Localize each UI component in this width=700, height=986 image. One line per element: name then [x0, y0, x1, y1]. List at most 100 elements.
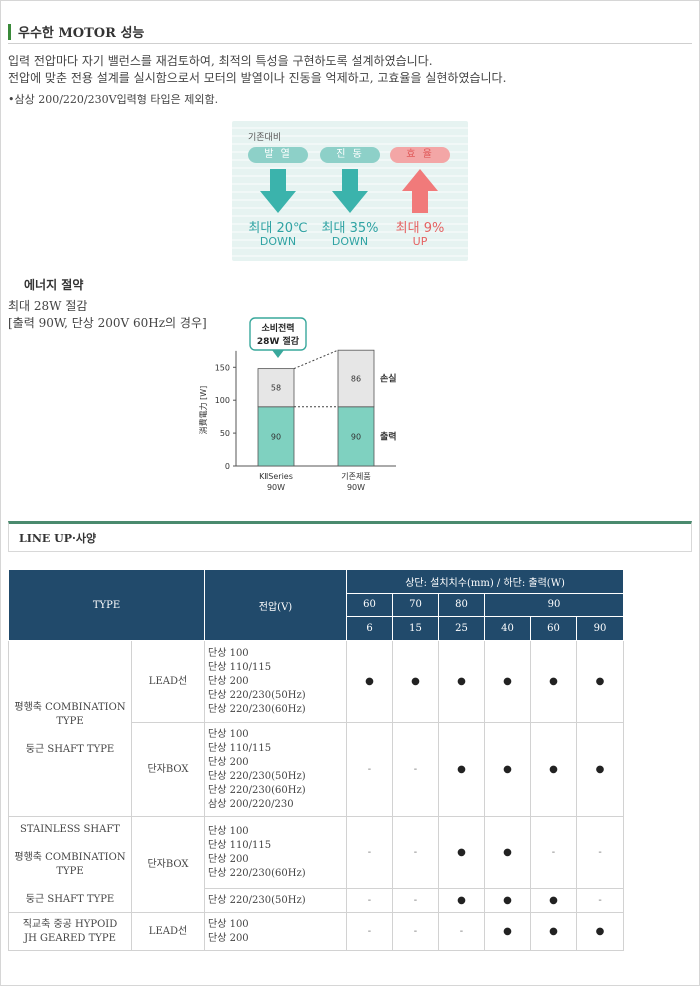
available-mark: ● — [457, 894, 466, 906]
type-line: 둥근 SHAFT TYPE — [25, 893, 115, 905]
voltage-line: 삼상 200/220/230 — [208, 798, 294, 810]
output-cell: 40 — [484, 616, 531, 641]
unavailable-mark: - — [413, 894, 418, 906]
bar-loss — [257, 368, 295, 408]
data-label-loss: 86 — [351, 374, 361, 383]
availability-cell: - — [530, 816, 577, 889]
availability-cell: - — [392, 912, 439, 951]
bar-output — [257, 406, 295, 467]
availability-cell: ● — [484, 640, 531, 723]
availability-cell: ● — [484, 888, 531, 913]
unavailable-mark: - — [367, 763, 372, 775]
vibration-down-arrow-icon — [332, 169, 368, 213]
availability-cell: ● — [484, 912, 531, 951]
efficiency-direction: UP — [412, 235, 428, 248]
y-tick-label: 150 — [215, 363, 230, 372]
available-mark: ● — [503, 925, 512, 937]
availability-cell: - — [392, 888, 439, 913]
availability-cell: ● — [438, 640, 485, 723]
type-line: JH GEARED TYPE — [24, 932, 116, 944]
availability-cell: - — [346, 912, 393, 951]
availability-cell: - — [575, 888, 625, 913]
availability-cell: - — [346, 888, 393, 913]
note-text: •삼상 200/220/230V입력형 타입은 제외함. — [8, 93, 219, 106]
category-sublabel: 90W — [267, 483, 285, 492]
available-mark: ● — [365, 675, 374, 687]
y-axis-label: 消費電力 [W] — [198, 386, 208, 435]
availability-cell: - — [346, 722, 393, 817]
vibration-direction: DOWN — [331, 235, 369, 248]
heat-direction: DOWN — [259, 235, 297, 248]
lineup-title: LINE UP·사양 — [19, 532, 97, 545]
callout-line-2: 28W 절감 — [257, 335, 300, 347]
availability-cell: ● — [484, 816, 531, 889]
heat-pill: 발 열 — [248, 147, 308, 163]
availability-cell: - — [346, 816, 393, 889]
subtype-cell: 단자BOX — [131, 722, 205, 817]
vibration-pill: 진 동 — [320, 147, 380, 163]
availability-cell: ● — [346, 640, 393, 723]
output-cell: 60 — [530, 616, 577, 641]
voltage-line: 단상 200 — [208, 932, 249, 944]
intro-line-1: 입력 전압마다 자기 밸런스를 재검토하여, 최적의 특성을 구현하도록 설계하… — [8, 54, 433, 68]
availability-cell: ● — [575, 722, 625, 817]
available-mark: ● — [457, 763, 466, 775]
voltage-line: 단상 220/230(50Hz) — [208, 894, 306, 906]
unavailable-mark: - — [367, 846, 372, 858]
available-mark: ● — [503, 675, 512, 687]
type-line: 직교축 중공 HYPOID — [22, 918, 118, 930]
available-mark: ● — [503, 894, 512, 906]
output-cell: 25 — [438, 616, 485, 641]
available-mark: ● — [503, 763, 512, 775]
voltage-line: 단상 200 — [208, 675, 249, 687]
heat-value: 최대 20℃ — [248, 221, 308, 236]
data-label-output: 90 — [271, 432, 281, 441]
voltage-line: 단상 220/230(60Hz) — [208, 867, 306, 879]
availability-cell: ● — [438, 816, 485, 889]
voltage-line: 단상 100 — [208, 728, 249, 740]
energy-line-1: 최대 28W 절감 — [8, 299, 88, 313]
availability-cell: ● — [484, 722, 531, 817]
available-mark: ● — [595, 925, 605, 937]
y-tick-label: 100 — [215, 396, 230, 405]
category-label: KⅡSeries — [259, 472, 293, 481]
table-row: 단상 220/230(50Hz) - - ● ● ● - — [9, 888, 625, 913]
size-cell: 90 — [483, 592, 625, 618]
output-cell: 15 — [392, 616, 439, 641]
callout-line-1: 소비전력 — [261, 322, 294, 334]
voltage-cell: 단상 220/230(50Hz) — [204, 888, 347, 913]
voltage-line: 단상 220/230(60Hz) — [208, 784, 306, 796]
output-cell: 6 — [346, 616, 393, 641]
infographic-label: 기존대비 — [248, 133, 282, 143]
unavailable-mark: - — [459, 925, 464, 937]
voltage-line: 단상 100 — [208, 918, 249, 930]
available-mark: ● — [549, 894, 558, 906]
energy-line-2: [출력 90W, 단상 200V 60Hz의 경우] — [8, 316, 207, 330]
vibration-value: 최대 35% — [321, 221, 379, 236]
voltage-line: 단상 110/115 — [208, 661, 272, 673]
size-cell: 80 — [438, 592, 485, 618]
y-tick-label: 50 — [220, 429, 230, 438]
type-line: TYPE — [56, 715, 84, 727]
size-cell: 70 — [392, 592, 439, 618]
subtype-cell: 단자BOX — [131, 816, 205, 913]
section-accent-bar — [8, 24, 11, 40]
callout-pointer — [272, 350, 284, 358]
available-mark: ● — [595, 763, 605, 775]
type-line: TYPE — [56, 865, 84, 877]
available-mark: ● — [457, 675, 466, 687]
availability-cell: ● — [392, 640, 439, 723]
section-header: 우수한 MOTOR 성능 — [8, 22, 692, 44]
available-mark: ● — [549, 925, 558, 937]
category-label: 기존제품 — [341, 472, 370, 481]
voltage-line: 단상 100 — [208, 825, 249, 837]
availability-cell: - — [438, 912, 485, 951]
unavailable-mark: - — [413, 763, 418, 775]
spec-table: TYPE 전압(V) 상단: 설치치수(mm) / 하단: 출력(W) 60 7… — [8, 569, 625, 951]
